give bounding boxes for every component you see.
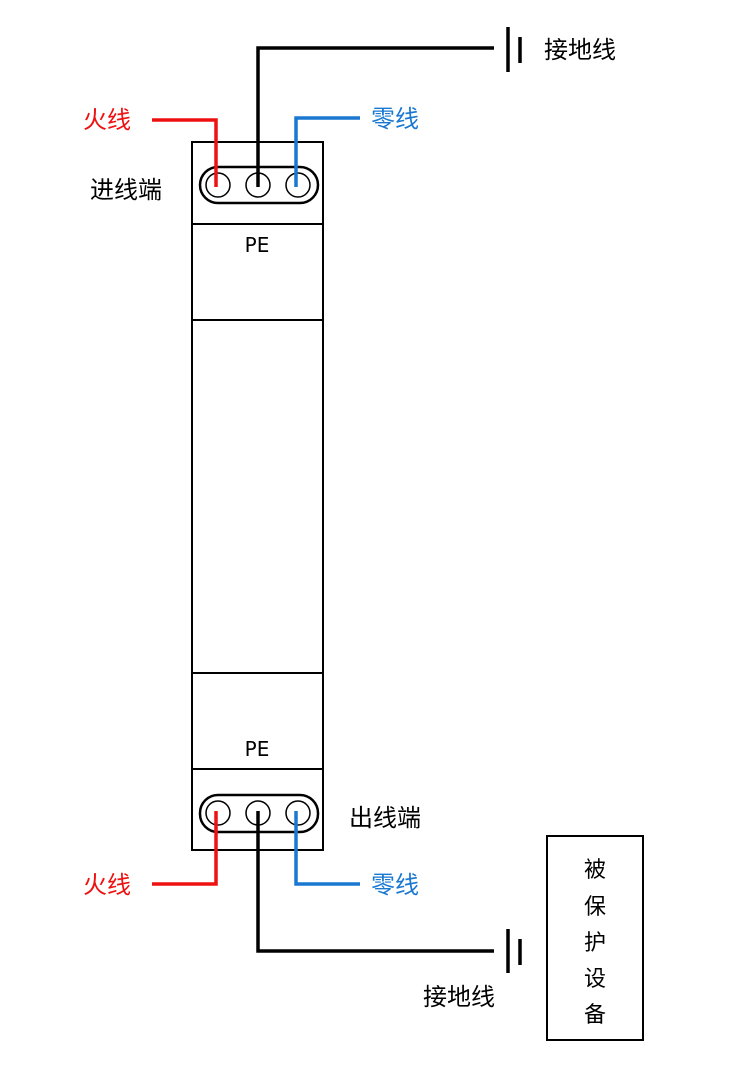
bottom-neutral-wire bbox=[294, 811, 360, 886]
protected-device-box bbox=[546, 835, 644, 1041]
top-ground-wire bbox=[256, 46, 494, 187]
pe-bottom-label: PE bbox=[245, 737, 270, 761]
bottom-ground-label: 接地线 bbox=[423, 983, 495, 1011]
protected-device-char: 护 bbox=[584, 931, 606, 956]
bottom-ground-symbol-icon bbox=[506, 929, 522, 973]
bottom-live-label: 火线 bbox=[83, 871, 131, 899]
output-terminal-label: 出线端 bbox=[349, 804, 421, 832]
bottom-ground-wire bbox=[256, 811, 494, 953]
terminal-hole bbox=[285, 800, 311, 826]
bottom-neutral-label: 零线 bbox=[371, 871, 419, 899]
input-terminal-label: 进线端 bbox=[90, 176, 162, 204]
protected-device-char: 设 bbox=[584, 967, 606, 992]
top-live-label: 火线 bbox=[83, 106, 131, 134]
protected-device-char: 被 bbox=[584, 858, 606, 883]
bottom-live-wire bbox=[152, 811, 218, 886]
terminal-hole bbox=[205, 172, 231, 198]
top-live-wire bbox=[152, 118, 218, 187]
top-ground-label: 接地线 bbox=[544, 36, 616, 64]
terminal-hole bbox=[205, 800, 231, 826]
top-neutral-label: 零线 bbox=[371, 105, 419, 133]
pe-top-label: PE bbox=[245, 233, 270, 257]
top-ground-symbol-icon bbox=[506, 27, 522, 72]
protected-device-char: 保 bbox=[584, 895, 606, 920]
protected-device-char: 备 bbox=[584, 1003, 606, 1028]
surge-protector-body bbox=[191, 141, 324, 851]
top-neutral-wire bbox=[294, 116, 360, 187]
terminal-hole bbox=[285, 172, 311, 198]
